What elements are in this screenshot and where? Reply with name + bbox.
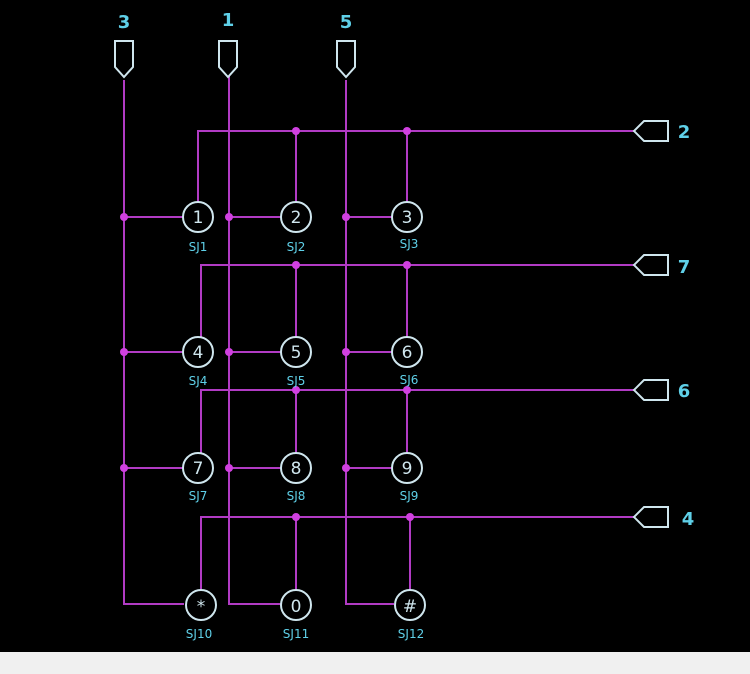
row-connector-label: 4 [682, 509, 695, 530]
junction-dot [342, 464, 350, 472]
key-label: 3 [402, 208, 413, 228]
junction-dot [225, 464, 233, 472]
row-connector-symbol [632, 120, 669, 142]
junction-dot [120, 213, 128, 221]
switch-circle [391, 452, 423, 484]
reference-designator: SJ8 [287, 489, 306, 503]
reference-designator: SJ7 [189, 489, 208, 503]
key-label: 8 [291, 459, 302, 479]
switch-circle [280, 336, 312, 368]
switch-circle [394, 589, 426, 621]
row-bus-wire [197, 130, 636, 203]
junction-dot [342, 348, 350, 356]
row-bus-wire [200, 264, 636, 338]
symbol-layer [114, 40, 669, 621]
junction-dot [120, 348, 128, 356]
junction-dot [225, 348, 233, 356]
key-label: 5 [291, 343, 302, 363]
row-connector-symbol [632, 254, 669, 276]
bottom-strip [0, 652, 750, 674]
reference-designator: SJ11 [283, 627, 309, 641]
column-connector-symbol [114, 40, 134, 79]
reference-designator: SJ2 [287, 240, 306, 254]
column-bus-wire [123, 80, 184, 605]
switch-circle [391, 201, 423, 233]
switch-circle [280, 589, 312, 621]
row-connector-label: 7 [678, 257, 691, 278]
reference-designator: SJ4 [189, 374, 208, 388]
switch-circle [182, 336, 214, 368]
column-bus-wire [345, 80, 394, 605]
junction-dot [225, 213, 233, 221]
schematic-background [0, 0, 750, 652]
reference-designator: SJ10 [186, 627, 212, 641]
reference-designator: SJ3 [400, 237, 419, 251]
switch-circle [391, 336, 423, 368]
key-label: 9 [402, 459, 413, 479]
row-bus-wire [200, 516, 636, 590]
row-connector-label: 6 [678, 381, 691, 402]
reference-designator: SJ12 [398, 627, 424, 641]
switch-circle [280, 201, 312, 233]
row-bus-wire [200, 389, 636, 455]
key-label: 2 [291, 208, 302, 228]
junction-dot [406, 513, 414, 521]
reference-designator: SJ1 [189, 240, 208, 254]
wire-layer [120, 75, 636, 605]
switch-circle [280, 452, 312, 484]
junction-dot [342, 213, 350, 221]
junction-dot [403, 127, 411, 135]
column-bus-wire [228, 75, 282, 605]
junction-dot [403, 261, 411, 269]
junction-dot [292, 386, 300, 394]
row-connector-symbol [632, 506, 669, 528]
key-label: 1 [193, 208, 204, 228]
column-connector-label: 3 [118, 12, 131, 33]
junction-dot [120, 464, 128, 472]
junction-dot [403, 386, 411, 394]
key-label: # [403, 597, 417, 617]
key-label: * [197, 597, 206, 617]
column-connector-label: 1 [222, 10, 235, 31]
column-connector-symbol [218, 40, 238, 79]
switch-circle [185, 589, 217, 621]
key-label: 4 [193, 343, 204, 363]
key-label: 0 [291, 597, 302, 617]
key-label: 7 [193, 459, 204, 479]
junction-dot [292, 127, 300, 135]
row-connector-label: 2 [678, 122, 691, 143]
switch-circle [182, 452, 214, 484]
reference-designator: SJ5 [287, 374, 306, 388]
column-connector-symbol [336, 40, 356, 79]
junction-dot [292, 513, 300, 521]
key-label: 6 [402, 343, 413, 363]
row-connector-symbol [632, 379, 669, 401]
switch-circle [182, 201, 214, 233]
column-connector-label: 5 [340, 12, 353, 33]
junction-dot [292, 261, 300, 269]
reference-designator: SJ9 [400, 489, 419, 503]
reference-designator: SJ6 [400, 373, 419, 387]
